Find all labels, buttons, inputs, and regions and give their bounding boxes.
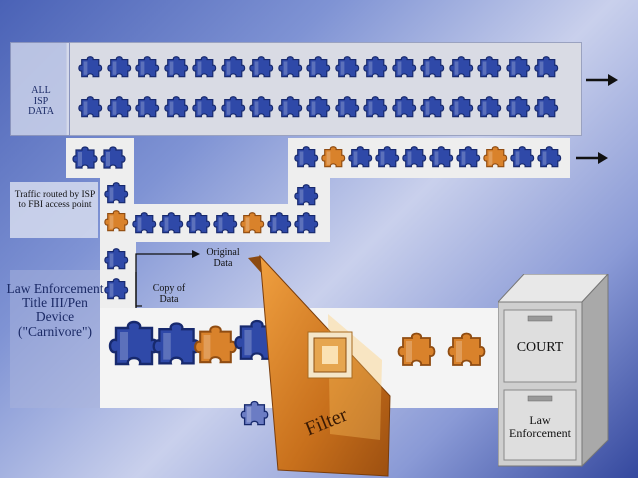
puzzle-piece-icon <box>427 142 456 171</box>
puzzle-piece-icon <box>162 52 191 81</box>
puzzle-piece-icon <box>361 92 390 121</box>
puzzle-piece-icon <box>76 92 105 121</box>
puzzle-piece-icon <box>333 92 362 121</box>
puzzle-piece-icon <box>447 92 476 121</box>
law-enforcement-label: Law Enforcement <box>504 414 576 439</box>
court-label: COURT <box>504 340 576 356</box>
puzzle-piece-icon <box>157 208 186 237</box>
puzzle-piece-icon <box>394 326 439 371</box>
puzzle-piece-icon <box>102 178 131 207</box>
puzzle-piece-icon <box>276 52 305 81</box>
puzzle-piece-icon <box>447 52 476 81</box>
puzzle-piece-icon <box>162 92 191 121</box>
traffic-routed-label: Traffic routed by ISP to FBI access poin… <box>12 191 98 211</box>
original-data-label: Original Data <box>200 248 246 269</box>
puzzle-piece-icon <box>292 180 321 209</box>
puzzle-piece-icon <box>219 52 248 81</box>
puzzle-piece-icon <box>361 52 390 81</box>
puzzle-piece-icon <box>333 52 362 81</box>
filter-panel <box>248 256 398 478</box>
puzzle-piece-icon <box>102 274 131 303</box>
puzzle-piece-icon <box>304 92 333 121</box>
puzzle-piece-icon <box>247 92 276 121</box>
puzzle-piece-icon <box>105 92 134 121</box>
puzzle-piece-icon <box>211 208 240 237</box>
puzzle-piece-icon <box>130 208 159 237</box>
puzzle-piece-icon <box>475 52 504 81</box>
puzzle-piece-icon <box>247 52 276 81</box>
puzzle-piece-icon <box>133 92 162 121</box>
puzzle-piece-icon <box>190 92 219 121</box>
puzzle-piece-icon <box>532 52 561 81</box>
all-isp-data-label: ALL ISP DATA <box>26 86 56 118</box>
puzzle-piece-icon <box>76 52 105 81</box>
puzzle-piece-icon <box>418 92 447 121</box>
puzzle-piece-icon <box>508 142 537 171</box>
puzzle-piece-icon <box>390 52 419 81</box>
puzzle-piece-icon <box>319 142 348 171</box>
carnivore-label: Law Enforcement Title III/Pen Device ("C… <box>6 282 104 339</box>
puzzle-piece-icon <box>98 142 128 172</box>
puzzle-piece-icon <box>418 52 447 81</box>
puzzle-piece-icon <box>532 92 561 121</box>
puzzle-piece-icon <box>346 142 375 171</box>
puzzle-piece-icon <box>276 92 305 121</box>
puzzle-piece-icon <box>454 142 483 171</box>
puzzle-piece-icon <box>105 52 134 81</box>
puzzle-piece-icon <box>70 142 100 172</box>
puzzle-piece-icon <box>400 142 429 171</box>
puzzle-piece-icon <box>184 208 213 237</box>
puzzle-piece-icon <box>475 92 504 121</box>
puzzle-piece-icon <box>390 92 419 121</box>
arrow-right-middle-icon <box>574 150 610 166</box>
puzzle-piece-icon <box>535 142 564 171</box>
puzzle-piece-icon <box>481 142 510 171</box>
puzzle-piece-icon <box>190 52 219 81</box>
puzzle-piece-icon <box>219 92 248 121</box>
puzzle-piece-icon <box>504 52 533 81</box>
puzzle-piece-icon <box>504 92 533 121</box>
copy-of-data-label: Copy of Data <box>146 284 192 305</box>
puzzle-piece-icon <box>133 52 162 81</box>
puzzle-piece-icon <box>102 244 131 273</box>
puzzle-piece-icon <box>265 208 294 237</box>
puzzle-piece-icon <box>102 206 131 235</box>
puzzle-piece-icon <box>238 208 267 237</box>
puzzle-piece-icon <box>292 142 321 171</box>
arrow-right-top-icon <box>584 72 620 88</box>
puzzle-piece-icon <box>444 326 489 371</box>
puzzle-piece-icon <box>304 52 333 81</box>
puzzle-piece-icon <box>292 208 321 237</box>
puzzle-piece-icon <box>373 142 402 171</box>
